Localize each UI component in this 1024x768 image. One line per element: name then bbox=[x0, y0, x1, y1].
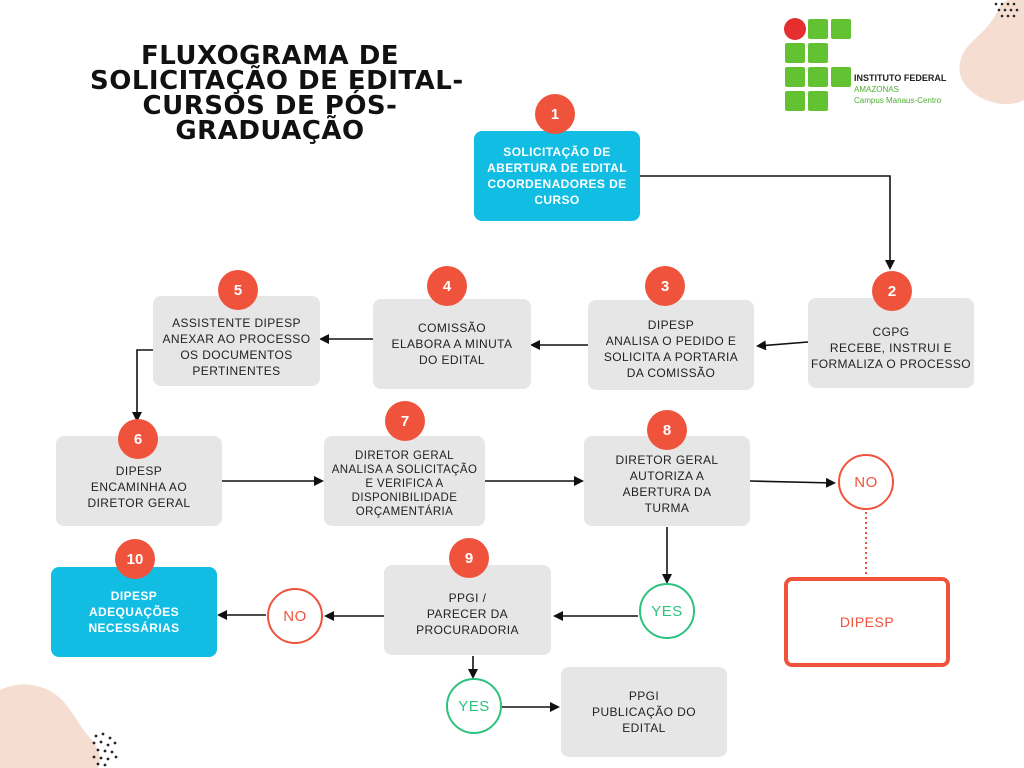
step-4-text: COMISSÃO bbox=[418, 321, 486, 335]
step-1-text: SOLICITAÇÃO DE bbox=[503, 145, 611, 159]
step-number-3: 3 bbox=[645, 266, 685, 306]
logo-state: AMAZONAS bbox=[854, 85, 899, 94]
step-10-text: NECESSÁRIAS bbox=[88, 621, 180, 635]
step-7-text: E VERIFICA A bbox=[365, 478, 444, 490]
step-8-text: AUTORIZA A bbox=[629, 469, 705, 483]
logo-square bbox=[808, 91, 828, 111]
step-9-text: PPGI / bbox=[448, 591, 487, 605]
step-5-text: ASSISTENTE DIPESP bbox=[172, 316, 301, 330]
decision-no-step-9: NO bbox=[267, 588, 323, 644]
step-7-director-analysis-box: DIRETOR GERAL ANALISA A SOLICITAÇÃO E VE… bbox=[324, 436, 485, 526]
step-number-4: 4 bbox=[427, 266, 467, 306]
step-1-text: ABERTURA DE EDITAL bbox=[487, 161, 627, 175]
step-4-text: DO EDITAL bbox=[418, 353, 486, 367]
step-10-text: DIPESP bbox=[110, 589, 158, 603]
logo-square bbox=[831, 67, 851, 87]
step-6-text: ENCAMINHA AO bbox=[90, 480, 188, 494]
dipesp-outcome-box: DIPESP bbox=[784, 577, 950, 667]
decorative-dots-bottom-left bbox=[92, 732, 118, 767]
decision-yes-step-9: YES bbox=[446, 678, 502, 734]
step-10-text: ADEQUAÇÕES bbox=[88, 605, 179, 619]
title-line-4: GRADUAÇÃO bbox=[175, 116, 365, 146]
step-3-text: DA COMISSÃO bbox=[626, 366, 716, 380]
logo-red-dot bbox=[784, 18, 806, 40]
step-6-text: DIRETOR GERAL bbox=[87, 496, 191, 510]
title-line-2: SOLICITAÇÃO DE EDITAL- bbox=[90, 66, 464, 96]
decorative-blob-bottom-left bbox=[0, 684, 100, 768]
step-number-7: 7 bbox=[385, 401, 425, 441]
publication-text: PUBLICAÇÃO DO bbox=[592, 705, 696, 719]
step-8-director-authorizes-box: DIRETOR GERAL AUTORIZA A ABERTURA DA TUR… bbox=[584, 436, 750, 526]
step-2-text: CGPG bbox=[872, 325, 910, 339]
logo-square bbox=[808, 43, 828, 63]
publication-text: EDITAL bbox=[622, 721, 666, 735]
step-8-text: DIRETOR GERAL bbox=[615, 453, 719, 467]
decision-yes-step-8: YES bbox=[639, 583, 695, 639]
step-3-text: SOLICITA A PORTARIA bbox=[603, 350, 739, 364]
step-7-text: DISPONIBILIDADE bbox=[351, 492, 458, 504]
step-1-text: CURSO bbox=[534, 193, 580, 207]
logo-square bbox=[785, 91, 805, 111]
step-7-text: ORÇAMENTÁRIA bbox=[355, 506, 454, 518]
step-5-text: PERTINENTES bbox=[192, 364, 281, 378]
step-number-10: 10 bbox=[115, 539, 155, 579]
logo-square bbox=[785, 43, 805, 63]
step-4-commission-box: COMISSÃO ELABORA A MINUTA DO EDITAL bbox=[373, 299, 531, 389]
logo-square bbox=[831, 19, 851, 39]
arrow-5-to-6 bbox=[132, 349, 153, 422]
title-line-3: CURSOS DE PÓS- bbox=[142, 91, 398, 121]
step-number-9: 9 bbox=[449, 538, 489, 578]
step-6-text: DIPESP bbox=[115, 464, 163, 478]
step-2-cgpg-box: CGPG RECEBE, INSTRUI E FORMALIZA O PROCE… bbox=[808, 298, 974, 388]
step-2-text: RECEBE, INSTRUI E bbox=[829, 341, 953, 355]
logo-square bbox=[785, 67, 805, 87]
page-title: FLUXOGRAMA DE SOLICITAÇÃO DE EDITAL- CUR… bbox=[90, 41, 464, 146]
step-number-2: 2 bbox=[872, 271, 912, 311]
step-8-text: TURMA bbox=[644, 501, 690, 515]
decorative-blob-top-right bbox=[959, 0, 1024, 105]
step-number-6: 6 bbox=[118, 419, 158, 459]
logo-square bbox=[808, 19, 828, 39]
step-4-text: ELABORA A MINUTA bbox=[391, 337, 513, 351]
step-7-text: DIRETOR GERAL bbox=[355, 450, 454, 462]
publication-text: PPGI bbox=[628, 689, 660, 703]
step-3-text: DIPESP bbox=[647, 318, 695, 332]
logo-institution-name: INSTITUTO FEDERAL bbox=[854, 73, 947, 83]
step-9-text: PARECER DA bbox=[426, 607, 509, 621]
step-number-8: 8 bbox=[647, 410, 687, 450]
step-5-text: OS DOCUMENTOS bbox=[180, 348, 293, 362]
decision-no-step-8: NO bbox=[838, 454, 894, 510]
logo-square bbox=[808, 67, 828, 87]
institution-logo: INSTITUTO FEDERAL AMAZONAS Campus Manaus… bbox=[784, 18, 964, 114]
step-number-1: 1 bbox=[535, 94, 575, 134]
step-8-text: ABERTURA DA bbox=[622, 485, 712, 499]
decorative-dots-top-right bbox=[994, 2, 1019, 18]
arrow-2-to-3 bbox=[756, 340, 809, 351]
publication-box: PPGI PUBLICAÇÃO DO EDITAL bbox=[561, 667, 727, 757]
arrow-1-to-2 bbox=[640, 175, 895, 270]
step-2-text: FORMALIZA O PROCESSO bbox=[810, 357, 972, 371]
step-10-adjustments-box: DIPESP ADEQUAÇÕES NECESSÁRIAS bbox=[51, 567, 217, 657]
step-9-text: PROCURADORIA bbox=[416, 623, 519, 637]
step-7-text: ANALISA A SOLICITAÇÃO bbox=[331, 464, 478, 476]
step-3-text: ANALISA O PEDIDO E bbox=[605, 334, 737, 348]
arrow-8-to-no bbox=[749, 477, 836, 488]
title-line-1: FLUXOGRAMA DE bbox=[140, 41, 400, 71]
step-1-request-box: SOLICITAÇÃO DE ABERTURA DE EDITAL COORDE… bbox=[474, 131, 640, 221]
step-number-5: 5 bbox=[218, 270, 258, 310]
step-9-ppgi-opinion-box: PPGI / PARECER DA PROCURADORIA bbox=[384, 565, 551, 655]
step-5-text: ANEXAR AO PROCESSO bbox=[162, 332, 311, 346]
logo-campus: Campus Manaus-Centro bbox=[854, 96, 942, 105]
step-5-assistant-box: ASSISTENTE DIPESP ANEXAR AO PROCESSO OS … bbox=[153, 296, 320, 386]
step-1-text: COORDENADORES DE bbox=[487, 177, 627, 191]
step-3-dipesp-box: DIPESP ANALISA O PEDIDO E SOLICITA A POR… bbox=[588, 300, 754, 390]
